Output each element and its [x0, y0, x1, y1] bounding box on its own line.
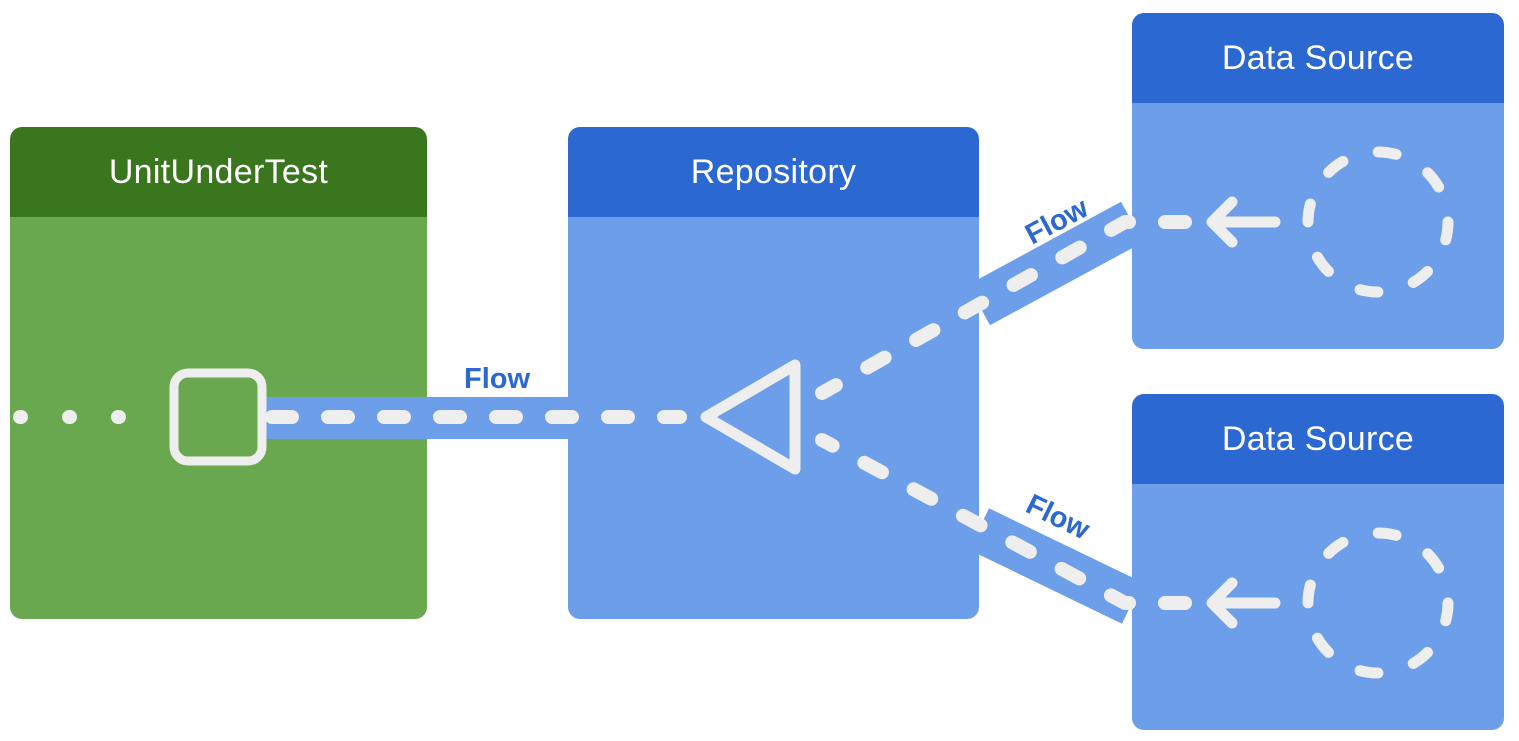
flow-label-unit-to-repo: Flow [464, 363, 530, 395]
repository-body [568, 217, 979, 619]
data-source-body-bottom [1132, 484, 1504, 730]
arrow-left-icon [1206, 196, 1281, 248]
flow-band-to-source-top [968, 201, 1143, 326]
repository-title: Repository [568, 127, 979, 217]
data-source-body-top [1132, 103, 1504, 349]
data-source-box-bottom: Data Source [1132, 394, 1504, 730]
dashed-flow-source-top-to-repo [815, 215, 1192, 400]
data-source-box-top: Data Source [1132, 13, 1504, 349]
data-source-title-bottom: Data Source [1132, 394, 1504, 484]
data-source-title-top: Data Source [1132, 13, 1504, 103]
square-icon [169, 368, 267, 466]
triangle-icon [700, 359, 801, 475]
arrow-left-icon [1206, 577, 1281, 629]
dashed-flow-source-bottom-to-repo [815, 433, 1192, 610]
unit-under-test-title: UnitUnderTest [10, 127, 427, 217]
repository-box: Repository [568, 127, 979, 619]
dashed-circle-icon [1302, 527, 1454, 679]
dashed-circle-icon [1302, 146, 1454, 298]
